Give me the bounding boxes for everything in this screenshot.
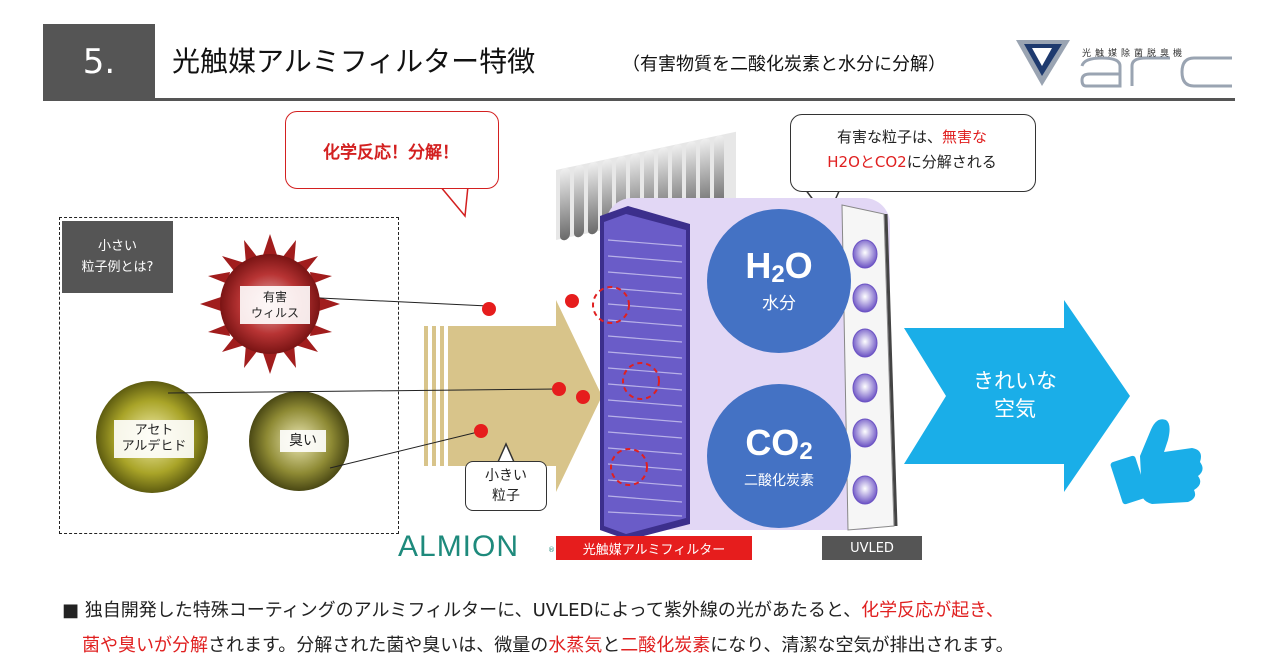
virus-label-line1: 有害	[262, 290, 287, 304]
uv-led-icon	[841, 204, 898, 531]
clean-air-line2: 空気	[994, 397, 1036, 421]
almion-registered-mark: ®	[548, 546, 555, 554]
reaction-marks	[592, 286, 660, 486]
result-bubble	[790, 114, 1036, 192]
small-particle-line1: 小きい	[485, 468, 527, 484]
result-bubble-text: 有害な粒子は、無害な H2OとCO2に分解される	[790, 125, 1034, 175]
odor-label: 臭い	[280, 430, 326, 452]
arc-logo-icon	[1016, 40, 1232, 88]
acetaldehyde-label: アセト アルデヒド	[114, 420, 194, 458]
reaction-bubble	[285, 111, 499, 189]
h2o-formula: H2O	[745, 245, 813, 288]
result-line2-b: に分解される	[906, 153, 997, 171]
footer-line2-a: 菌や臭いが分解	[82, 635, 208, 656]
small-particle-line2: 粒子	[492, 488, 520, 504]
uvled-label: UVLED	[822, 536, 922, 560]
footer-line2-e: 二酸化炭素	[620, 635, 711, 656]
clean-air-line1: きれいな	[973, 369, 1057, 393]
result-line2-a: H2OとCO2	[827, 153, 907, 171]
connector-lines	[167, 297, 559, 469]
pollutant-particles	[474, 294, 590, 438]
acetaldehyde-label-line2: アルデヒド	[121, 439, 187, 454]
page-subtitle: （有害物質を二酸化炭素と水分に分解）	[622, 54, 946, 75]
section-number: 5.	[82, 42, 116, 82]
footer-line2-d: と	[602, 635, 621, 656]
examples-tag-line1: 小さい	[97, 239, 137, 254]
result-line1-a: 有害な粒子は、	[836, 128, 942, 146]
examples-box	[59, 217, 399, 534]
page-title: 光触媒アルミフィルター特徴	[172, 45, 536, 78]
reaction-bubble-tail	[439, 185, 469, 218]
footer-line1-b: 化学反応が起き、	[861, 600, 1004, 621]
clean-air-text: きれいな 空気	[940, 367, 1090, 423]
footer-line-2: 菌や臭いが分解されます。分解された菌や臭いは、微量の水蒸気と二酸化炭素になり、清…	[82, 631, 1014, 657]
header-divider	[43, 98, 1235, 101]
examples-tag: 小さい 粒子例とは?	[62, 221, 173, 293]
h2o-circle: H2O 水分	[707, 209, 851, 353]
small-particle-bubble-tail	[497, 442, 515, 463]
section-number-box: 5.	[43, 24, 155, 100]
footer-line2-c: 水蒸気	[548, 635, 603, 656]
air-intake-arrow	[424, 300, 602, 492]
footer-line-1: ■ 独自開発した特殊コーティングのアルミフィルターに、UVLEDによって紫外線の…	[62, 596, 1004, 622]
h2o-label: 水分	[762, 294, 796, 314]
virus-label-line2: ウィルス	[250, 306, 299, 320]
clean-air-arrow	[904, 300, 1130, 492]
filter-label: 光触媒アルミフィルター	[556, 536, 752, 560]
almion-logo: ALMION	[398, 530, 520, 563]
co2-formula: CO2	[745, 422, 813, 465]
brand-tagline: 光触媒除菌脱臭機	[1082, 49, 1187, 59]
reaction-bubble-text: 化学反応！分解！	[323, 143, 459, 163]
footer-line1-a: ■ 独自開発した特殊コーティングのアルミフィルターに、UVLEDによって紫外線の…	[62, 600, 862, 621]
co2-label: 二酸化炭素	[744, 473, 814, 489]
aluminum-filter	[600, 206, 690, 540]
thumbs-up-icon	[1110, 419, 1203, 505]
virus-label: 有害 ウィルス	[240, 286, 310, 324]
examples-tag-line2: 粒子例とは?	[81, 260, 154, 275]
footer-line2-f: になり、清潔な空気が排出されます。	[710, 635, 1014, 656]
co2-circle: CO2 二酸化炭素	[707, 384, 851, 528]
small-particle-callout: 小きい 粒子	[465, 461, 547, 511]
footer-line2-b: されます。分解された菌や臭いは、微量の	[208, 635, 549, 656]
result-line1-b: 無害な	[942, 128, 988, 146]
acetaldehyde-label-line1: アセト	[134, 423, 174, 438]
